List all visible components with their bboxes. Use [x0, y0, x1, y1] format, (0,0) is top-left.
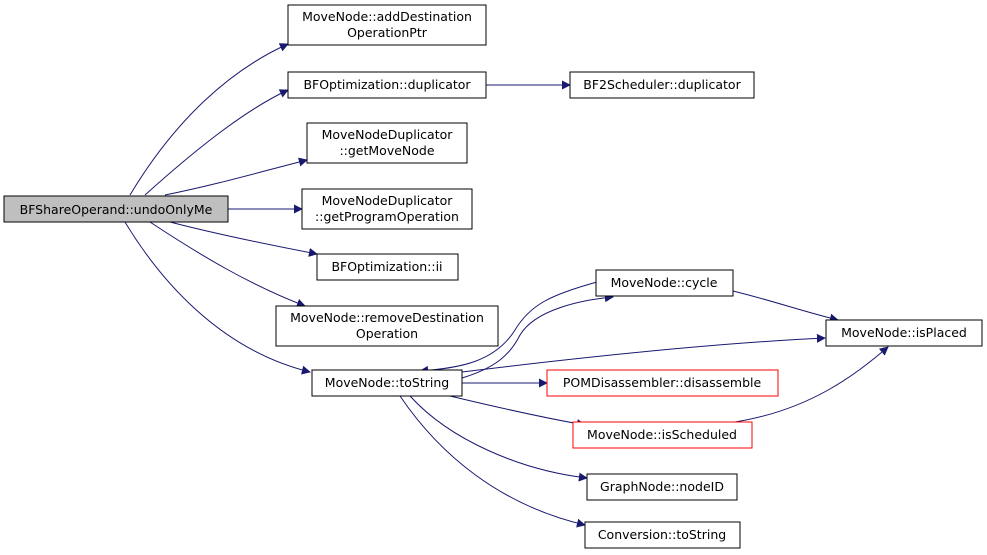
node-label: MoveNode::isPlaced [841, 325, 967, 340]
edges [124, 43, 889, 528]
node-movenodeduplicator-getmovenode[interactable]: MoveNodeDuplicator ::getMoveNode [306, 122, 468, 164]
node-conversion-tostring[interactable]: Conversion::toString [584, 521, 741, 549]
edge-cycle-to-isPlaced [732, 290, 839, 323]
node-label-line-1: MoveNodeDuplicator [322, 193, 454, 208]
node-bfshareoperand-undoonlyme[interactable]: BFShareOperand::undoOnlyMe [3, 195, 229, 223]
edge-mnToString-to-isPlaced [461, 333, 826, 373]
edge-mnToString-to-nodeID [409, 395, 588, 482]
node-label: GraphNode::nodeID [600, 479, 724, 494]
node-movenode-cycle[interactable]: MoveNode::cycle [595, 269, 734, 297]
node-label-line-2: OperationPtr [347, 25, 428, 40]
node-pomdisassembler-disassemble[interactable]: POMDisassembler::disassemble [546, 369, 779, 397]
node-bfoptimization-ii[interactable]: BFOptimization::ii [316, 253, 459, 281]
node-label: BF2Scheduler::duplicator [583, 77, 741, 92]
node-box [586, 473, 738, 501]
node-movenode-isplaced[interactable]: MoveNode::isPlaced [825, 319, 983, 347]
node-label: Conversion::toString [598, 527, 726, 542]
node-label: BFShareOperand::undoOnlyMe [20, 202, 213, 217]
node-label-line-1: MoveNodeDuplicator [322, 127, 454, 142]
node-box [287, 4, 487, 46]
node-box [825, 319, 983, 347]
node-movenode-adddestinationoperationptr[interactable]: MoveNode::addDestination OperationPtr [287, 4, 487, 46]
node-label: POMDisassembler::disassemble [563, 375, 762, 390]
edge-mnToString-to-convToString [399, 395, 586, 528]
node-box [311, 369, 463, 397]
node-box [301, 188, 473, 230]
node-bfoptimization-duplicator[interactable]: BFOptimization::duplicator [287, 71, 487, 99]
node-box [316, 253, 459, 281]
edge-mnToString-to-isScheduled [449, 395, 586, 429]
node-label-line-1: MoveNode::addDestination [302, 9, 472, 24]
node-label: MoveNode::toString [325, 375, 449, 390]
node-box [572, 421, 753, 449]
node-movenodeduplicator-getprogramoperation[interactable]: MoveNodeDuplicator ::getProgramOperation [301, 188, 473, 230]
edge-cycle-to-mnToString [419, 281, 598, 375]
node-box [584, 521, 741, 549]
node-label-line-2: ::getMoveNode [339, 143, 434, 158]
edge-isScheduled-to-isPlaced [734, 346, 889, 423]
node-box [595, 269, 734, 297]
edge-undoOnlyMe-to-removeDestinationOperation [149, 221, 306, 308]
node-label: MoveNode::cycle [611, 275, 718, 290]
node-label: BFOptimization::ii [331, 259, 442, 274]
node-bf2scheduler-duplicator[interactable]: BF2Scheduler::duplicator [569, 71, 755, 99]
edge-undoOnlyMe-to-mnToString [124, 221, 311, 375]
node-box [3, 195, 229, 223]
node-label-line-1: MoveNode::removeDestination [290, 310, 484, 325]
node-label: BFOptimization::duplicator [303, 77, 471, 92]
node-box [569, 71, 755, 99]
node-box [546, 369, 779, 397]
node-box [275, 305, 499, 347]
node-label-line-2: Operation [356, 326, 418, 341]
node-box [306, 122, 468, 164]
edge-undoOnlyMe-to-bfoDuplicator [144, 89, 289, 196]
node-movenode-tostring[interactable]: MoveNode::toString [311, 369, 463, 397]
edge-undoOnlyMe-to-ii [169, 221, 318, 257]
node-box [287, 71, 487, 99]
edge-undoOnlyMe-to-addDestinationOperationPtr [129, 43, 289, 196]
node-movenode-isscheduled[interactable]: MoveNode::isScheduled [572, 421, 753, 449]
node-movenode-removedestinationoperation[interactable]: MoveNode::removeDestination Operation [275, 305, 499, 347]
node-graphnode-nodeid[interactable]: GraphNode::nodeID [586, 473, 738, 501]
edge-undoOnlyMe-to-getMoveNode [164, 157, 308, 196]
node-label: MoveNode::isScheduled [587, 427, 737, 442]
edge-mnToString-to-cycle [461, 293, 614, 379]
node-label-line-2: ::getProgramOperation [315, 209, 459, 224]
